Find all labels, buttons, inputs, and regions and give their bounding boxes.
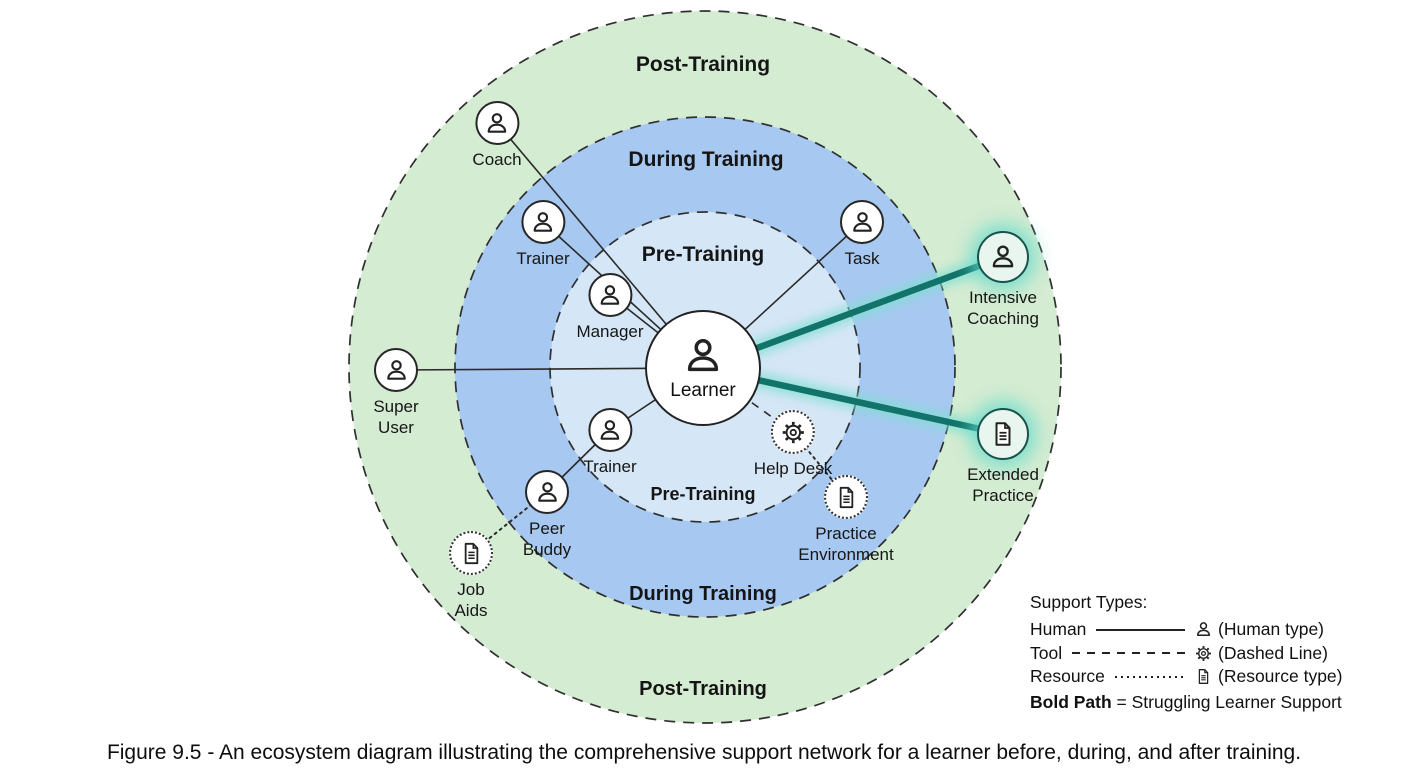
ring-label-post-training-bottom: Post-Training	[639, 678, 767, 700]
node-intensive-coaching: Intensive Coaching	[959, 231, 1047, 329]
ring-label-pre-training-top: Pre-Training	[641, 243, 765, 266]
legend-label: Tool	[1030, 642, 1063, 663]
legend-row-human: Human (Human type)	[1030, 618, 1375, 642]
node-label: Trainer	[583, 457, 637, 476]
ring-label-post-training-top: Post-Training	[635, 53, 771, 76]
node-label: Task	[844, 249, 880, 268]
gear-icon	[770, 410, 815, 454]
document-icon	[1194, 667, 1213, 686]
legend-desc: (Resource type)	[1218, 666, 1343, 687]
node-label: Extended Practice	[967, 465, 1039, 505]
legend-desc: (Dashed Line)	[1218, 642, 1328, 663]
node-label: Super User	[373, 397, 419, 437]
legend-label: Human	[1030, 619, 1087, 640]
node-trainer-top: Trainer	[516, 200, 570, 270]
legend-desc: (Human type)	[1218, 619, 1325, 640]
person-icon	[840, 200, 884, 244]
dashed-line-sample	[1072, 652, 1185, 655]
legend-bold-path: Bold Path = Struggling Learner Support	[1030, 692, 1375, 713]
legend-bold-label: Bold Path	[1030, 691, 1112, 712]
legend-row-resource: Resource (Resource type)	[1030, 665, 1375, 689]
node-label: Trainer	[516, 249, 570, 268]
node-job-aids: Job Aids	[448, 531, 494, 621]
legend: Support Types: Human (Human type) Tool (…	[1030, 592, 1375, 713]
person-icon	[1194, 620, 1213, 639]
learner-label: Learner	[670, 380, 736, 401]
ring-label-pre-training-bottom: Pre-Training	[650, 484, 756, 504]
legend-row-tool: Tool (Dashed Line)	[1030, 642, 1375, 666]
dotted-line-sample	[1114, 675, 1185, 678]
node-extended-practice: Extended Practice	[959, 408, 1047, 506]
person-icon	[587, 273, 632, 317]
node-trainer-bottom: Trainer	[583, 408, 637, 478]
legend-bold-desc: = Struggling Learner Support	[1116, 691, 1342, 712]
node-label: Job Aids	[454, 580, 488, 620]
node-help-desk: Help Desk	[754, 410, 832, 480]
person-icon	[977, 231, 1029, 283]
node-learner: Learner	[645, 310, 761, 426]
legend-title: Support Types:	[1030, 592, 1148, 612]
node-label: Coach	[472, 150, 522, 169]
document-icon	[449, 531, 493, 575]
node-practice-environment: Practice Environment	[790, 475, 902, 565]
node-label: Intensive Coaching	[967, 288, 1039, 328]
person-icon	[374, 348, 418, 392]
node-label: Peer Buddy	[522, 519, 572, 559]
node-super-user: Super User	[368, 348, 424, 438]
person-icon	[521, 200, 565, 244]
node-coach: Coach	[472, 101, 522, 171]
node-manager: Manager	[576, 273, 644, 343]
document-icon	[977, 408, 1029, 460]
node-peer-buddy: Peer Buddy	[517, 470, 577, 560]
figure-caption: Figure 9.5 - An ecosystem diagram illust…	[106, 741, 1302, 764]
document-icon	[824, 475, 868, 519]
ring-label-during-training-bottom: During Training	[629, 583, 777, 605]
node-label: Manager	[576, 322, 644, 341]
node-task: Task	[840, 200, 884, 270]
person-icon	[681, 334, 725, 378]
node-label: Help Desk	[753, 459, 833, 478]
gear-icon	[1194, 644, 1213, 663]
person-icon	[588, 408, 632, 452]
node-label: Practice Environment	[798, 524, 894, 564]
ring-label-during-training-top: During Training	[628, 148, 784, 171]
legend-label: Resource	[1030, 666, 1105, 687]
person-icon	[525, 470, 569, 514]
person-icon	[474, 101, 519, 145]
solid-line-sample	[1096, 628, 1185, 631]
